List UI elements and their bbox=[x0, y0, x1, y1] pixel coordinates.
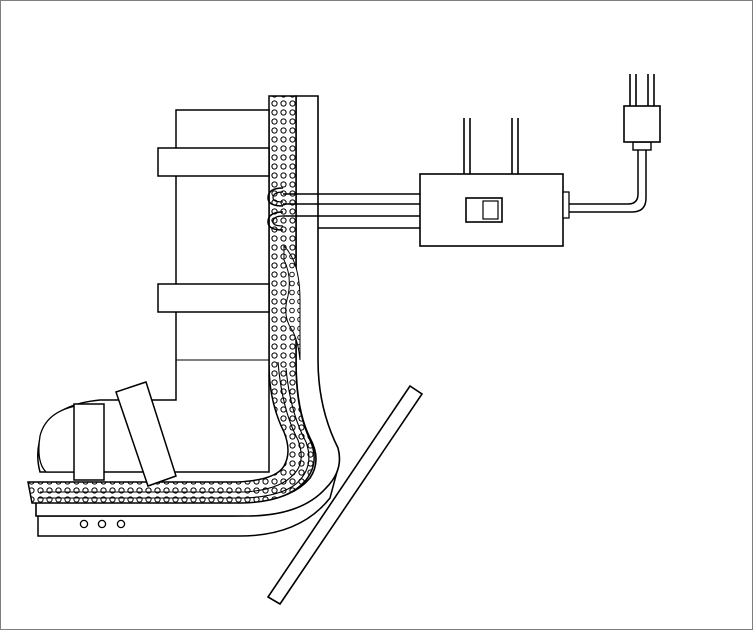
toe-strap bbox=[73, 403, 105, 481]
boot-straps bbox=[73, 147, 270, 487]
foam-liner bbox=[27, 95, 315, 504]
upper-strap bbox=[157, 147, 270, 177]
tube-ports bbox=[267, 187, 284, 231]
toes bbox=[38, 405, 77, 473]
fluid-tubes bbox=[283, 193, 420, 229]
power-plug bbox=[569, 74, 661, 213]
sole-hole bbox=[79, 519, 89, 529]
rigid-shell bbox=[35, 95, 341, 517]
sole-hole bbox=[116, 519, 126, 529]
middle-strap bbox=[157, 283, 270, 313]
control-box-endcap bbox=[562, 191, 570, 219]
floor-plate bbox=[266, 384, 424, 606]
inner-bladder bbox=[38, 244, 310, 499]
sole-hole bbox=[97, 519, 107, 529]
forefoot-strap bbox=[115, 381, 177, 487]
plug-body bbox=[623, 105, 661, 143]
plug-collar bbox=[632, 141, 652, 151]
control-box bbox=[419, 118, 570, 247]
switch-toggle bbox=[482, 200, 499, 220]
